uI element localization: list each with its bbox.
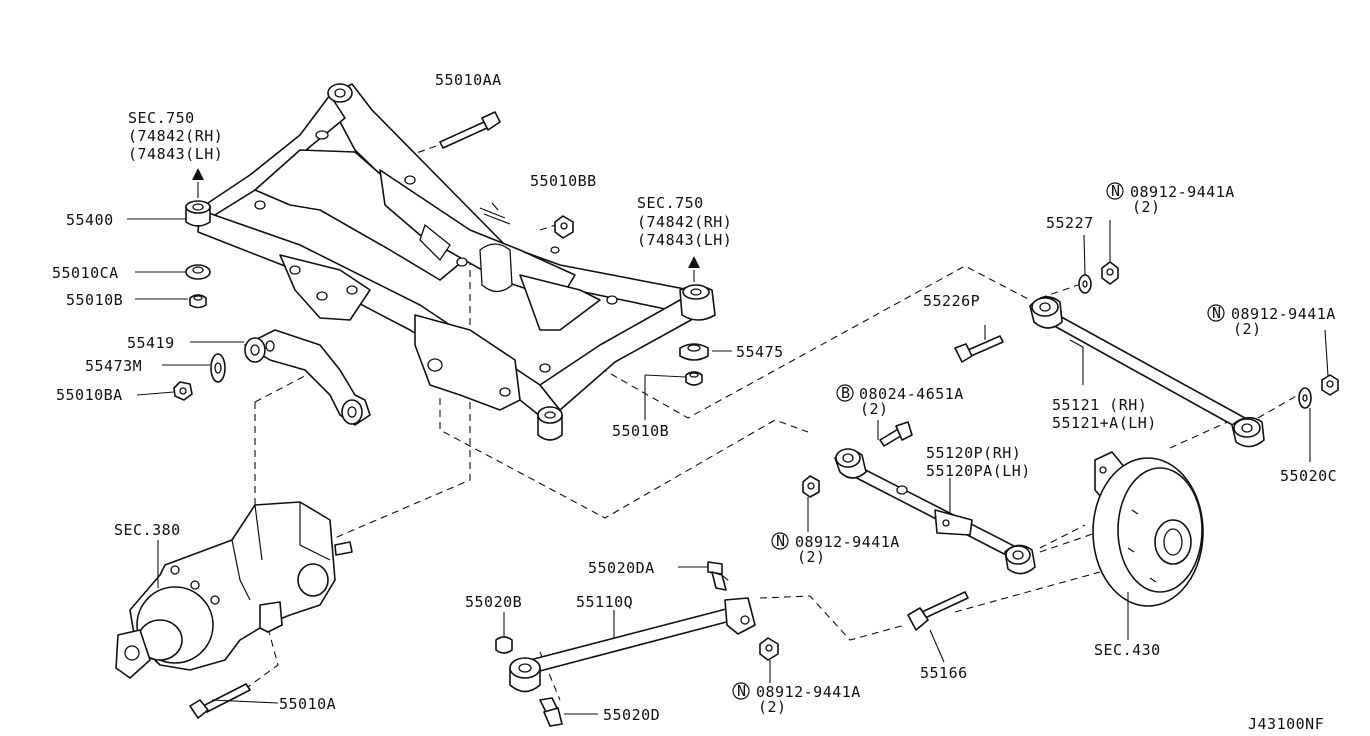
washer-55020C	[1298, 374, 1339, 409]
label-08024-qty: (2)	[860, 400, 889, 418]
label-55010B-top: 55010B	[66, 291, 123, 309]
label-sec750-right-rh: (74842(RH)	[637, 213, 732, 231]
mount-55475	[679, 256, 716, 321]
bolt-55226P	[954, 335, 1004, 363]
label-55010BB: 55010BB	[530, 172, 597, 190]
label-55227: 55227	[1046, 214, 1094, 232]
left-hardware	[173, 264, 226, 401]
bolt-55020D	[539, 697, 563, 727]
label-55010AA: 55010AA	[435, 71, 502, 89]
hub-sec430	[1092, 451, 1204, 607]
label-55121-rh: 55121 (RH)	[1052, 396, 1147, 414]
label-08912-mid: 08912-9441A	[795, 533, 900, 551]
label-08912-right: 08912-9441A	[1231, 305, 1336, 323]
nut-bottom	[759, 637, 779, 661]
arm-55110Q	[495, 597, 756, 693]
rear-subframe	[197, 83, 701, 441]
circle-b: B	[841, 384, 851, 402]
differential-sec380	[115, 501, 353, 679]
label-08912-right-qty: (2)	[1233, 320, 1262, 338]
label-55020D: 55020D	[603, 706, 660, 724]
label-55020DA: 55020DA	[588, 559, 655, 577]
label-55010CA: 55010CA	[52, 264, 119, 282]
label-55473M: 55473M	[85, 357, 142, 375]
label-55010BA: 55010BA	[56, 386, 123, 404]
label-55400: 55400	[66, 211, 114, 229]
bolt-55010AA	[439, 111, 501, 149]
mount-55400	[185, 168, 211, 227]
washer-55475	[679, 343, 709, 361]
nut-55010B-mid	[685, 371, 703, 386]
bolt-08024	[879, 421, 913, 447]
diagram-id: J43100NF	[1248, 715, 1324, 733]
circle-n-top: N	[1111, 182, 1121, 200]
label-55419: 55419	[127, 334, 175, 352]
label-55166: 55166	[920, 664, 968, 682]
circle-n-mid: N	[776, 532, 786, 550]
bolt-55010A	[189, 683, 251, 719]
labels: SEC.750 (74842(RH) (74843(LH) 55010AA 55…	[52, 71, 1337, 733]
circle-n-bottom: N	[737, 682, 747, 700]
label-55010A: 55010A	[279, 695, 336, 713]
arm-55120P	[802, 448, 1036, 575]
label-55121-lh: 55121+A(LH)	[1052, 414, 1157, 432]
label-08912-bottom-qty: (2)	[758, 698, 787, 716]
label-55020B: 55020B	[465, 593, 522, 611]
arm-55121	[1029, 296, 1265, 448]
circle-n-right: N	[1212, 304, 1222, 322]
label-sec750-right-lh: (74843(LH)	[637, 231, 732, 249]
label-55020C: 55020C	[1280, 467, 1337, 485]
label-sec750-left-lh: (74843(LH)	[128, 145, 223, 163]
label-55120P-rh: 55120P(RH)	[926, 444, 1021, 462]
label-sec430: SEC.430	[1094, 641, 1161, 659]
label-08024: 08024-4651A	[859, 385, 964, 403]
label-55120PA-lh: 55120PA(LH)	[926, 462, 1031, 480]
nut-55010BB	[554, 215, 574, 239]
label-55010B-mid: 55010B	[612, 422, 669, 440]
label-08912-top-qty: (2)	[1132, 198, 1161, 216]
label-55475: 55475	[736, 343, 784, 361]
circle-markers	[732, 182, 1225, 700]
label-sec750-right: SEC.750	[637, 194, 704, 212]
label-sec750-left: SEC.750	[128, 109, 195, 127]
leader-lines	[127, 218, 1329, 715]
label-08912-top: 08912-9441A	[1130, 183, 1235, 201]
link-55419	[244, 329, 371, 426]
label-sec380: SEC.380	[114, 521, 181, 539]
bolt-55166	[907, 591, 969, 631]
bolt-55020DA	[707, 561, 727, 591]
label-sec750-left-rh: (74842(RH)	[128, 127, 223, 145]
label-08912-bottom: 08912-9441A	[756, 683, 861, 701]
label-08912-mid-qty: (2)	[797, 548, 826, 566]
label-55110Q: 55110Q	[576, 593, 633, 611]
label-55226P: 55226P	[923, 292, 980, 310]
